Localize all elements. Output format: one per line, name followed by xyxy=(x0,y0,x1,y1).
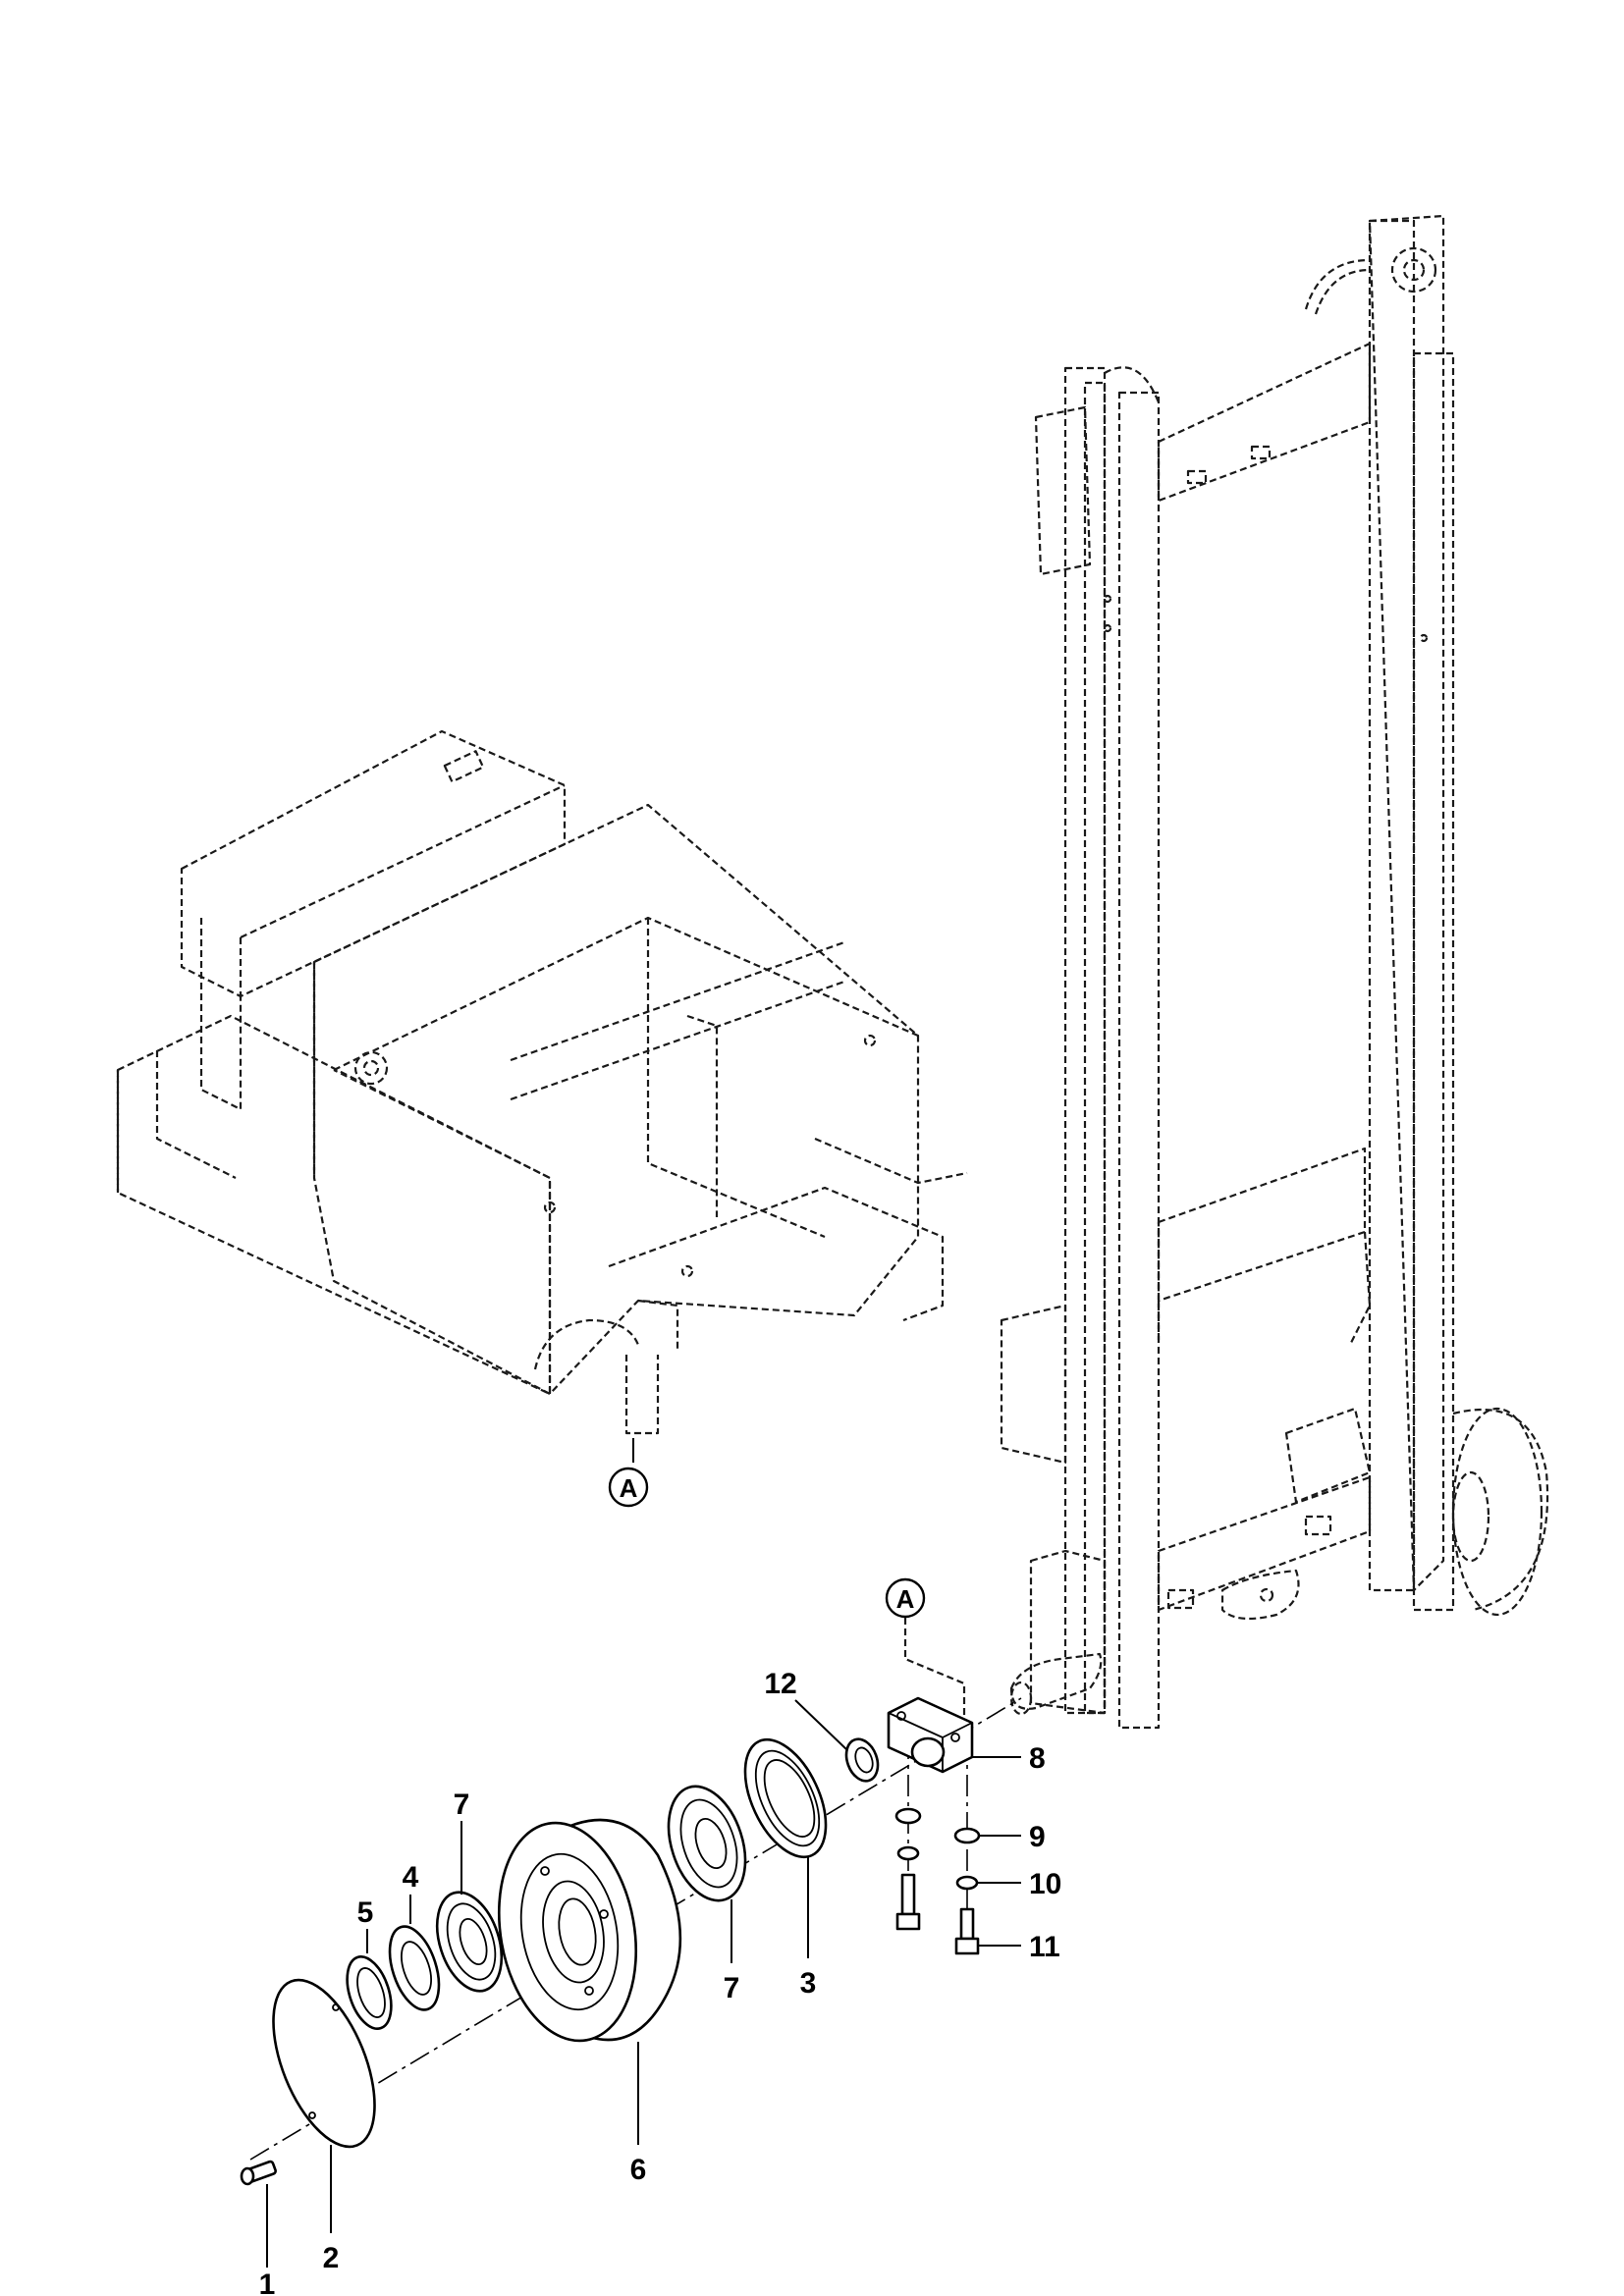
callout-11: 11 xyxy=(1029,1931,1060,1963)
reference-mark-upper: A xyxy=(608,1438,649,1508)
part-3-seal xyxy=(743,1737,828,1859)
part-9-washer xyxy=(894,1807,981,1844)
chassis-housing xyxy=(116,729,968,1435)
reference-mark-lower-label: A xyxy=(896,1584,915,1614)
part-12-bushing xyxy=(844,1737,880,1783)
callout-3: 3 xyxy=(800,1967,817,2000)
callout-labels: 1 2 3 4 5 6 7 7 8 9 10 11 12 xyxy=(259,1668,1062,2296)
part-10-lock-washer xyxy=(896,1845,979,1891)
part-7-bearing-right xyxy=(667,1785,747,1902)
callout-7-left: 7 xyxy=(454,1789,470,1821)
callout-1: 1 xyxy=(259,2269,276,2296)
callout-5: 5 xyxy=(357,1896,374,1929)
part-11-bolts xyxy=(895,1873,980,1955)
callout-leaders xyxy=(266,1699,1021,2268)
callout-12: 12 xyxy=(764,1668,796,1700)
callout-4: 4 xyxy=(403,1861,419,1894)
part-2-hub-cap xyxy=(272,1978,376,2149)
callout-8: 8 xyxy=(1029,1742,1046,1775)
mast-assembly xyxy=(1000,214,1549,1730)
exploded-parts xyxy=(240,1696,981,2186)
callout-2: 2 xyxy=(323,2242,340,2274)
callout-10: 10 xyxy=(1029,1868,1061,1900)
reference-mark-upper-label: A xyxy=(620,1473,638,1503)
callout-9: 9 xyxy=(1029,1821,1046,1853)
part-7-bearing-left xyxy=(435,1891,504,1993)
part-6-wheel xyxy=(497,1818,682,2043)
part-8-bracket xyxy=(887,1696,974,1774)
callout-6: 6 xyxy=(630,2154,647,2186)
part-4-lock-washer xyxy=(388,1925,441,2011)
part-5-circlip xyxy=(346,1955,393,2030)
callout-7-right: 7 xyxy=(724,1972,740,2004)
reference-mark-lower: A xyxy=(885,1577,966,1728)
part-1-bolt xyxy=(240,2160,277,2186)
